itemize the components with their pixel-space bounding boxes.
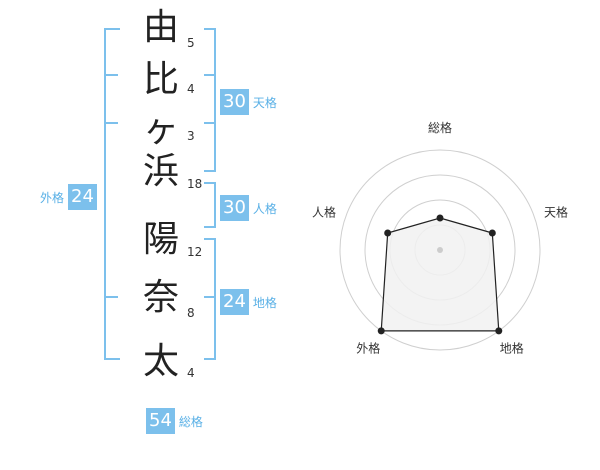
- radar-axis-label: 外格: [356, 341, 380, 356]
- radar-ring: [339, 149, 541, 351]
- name-char-3: ヶ: [142, 109, 179, 150]
- jinkaku-badge: 30 人格: [220, 195, 277, 221]
- tenkaku-value: 30: [220, 89, 249, 115]
- stroke-count-7: 4: [187, 366, 195, 380]
- radar-area: [380, 217, 500, 332]
- chikaku-label: 地格: [252, 295, 277, 310]
- name-char-2: 比: [142, 59, 179, 100]
- tenkaku-tick: [204, 122, 214, 124]
- radar-center-dot: [437, 247, 443, 253]
- soukaku-badge: 54 総格: [146, 408, 203, 434]
- chikaku-badge: 24 地格: [220, 289, 277, 315]
- gaikaku-value: 24: [68, 184, 97, 210]
- chikaku-tick: [204, 296, 214, 298]
- name-char-4: 浜: [142, 151, 179, 192]
- jinkaku-value: 30: [220, 195, 249, 221]
- gaikaku-bracket: [104, 28, 120, 360]
- stroke-count-2: 4: [187, 82, 195, 96]
- stroke-count-1: 5: [187, 36, 195, 50]
- gaikaku-badge: 外格 24: [40, 184, 97, 210]
- jinkaku-bracket: [204, 182, 216, 228]
- radar-axis-label: 総格: [428, 120, 452, 135]
- stroke-count-5: 12: [187, 245, 203, 259]
- name-char-7: 太: [142, 341, 179, 382]
- radar-axis-label: 人格: [312, 204, 336, 219]
- stroke-count-3: 3: [187, 129, 195, 143]
- tenkaku-tick: [204, 74, 214, 76]
- gaikaku-label: 外格: [40, 190, 65, 205]
- stroke-count-6: 8: [187, 306, 195, 320]
- radar-point: [436, 214, 444, 222]
- gaikaku-tick: [106, 122, 118, 124]
- tenkaku-badge: 30 天格: [220, 89, 277, 115]
- gaikaku-tick: [106, 296, 118, 298]
- name-char-6: 奈: [142, 277, 179, 318]
- jinkaku-label: 人格: [252, 201, 277, 216]
- tenkaku-bracket: [204, 28, 216, 172]
- tenkaku-label: 天格: [252, 95, 277, 110]
- chikaku-value: 24: [220, 289, 249, 315]
- soukaku-value: 54: [146, 408, 175, 434]
- radar-point: [488, 229, 496, 237]
- soukaku-label: 総格: [178, 414, 203, 429]
- gaikaku-tick: [106, 74, 118, 76]
- stroke-count-4: 18: [187, 177, 203, 191]
- name-char-1: 由: [142, 7, 179, 48]
- radar-point: [384, 229, 392, 237]
- radar-axis-label: 天格: [544, 204, 568, 219]
- name-char-5: 陽: [142, 219, 179, 260]
- radar-point: [495, 327, 503, 335]
- chikaku-bracket: [204, 238, 216, 360]
- radar-axis-label: 地格: [500, 341, 524, 356]
- radar-point: [377, 327, 385, 335]
